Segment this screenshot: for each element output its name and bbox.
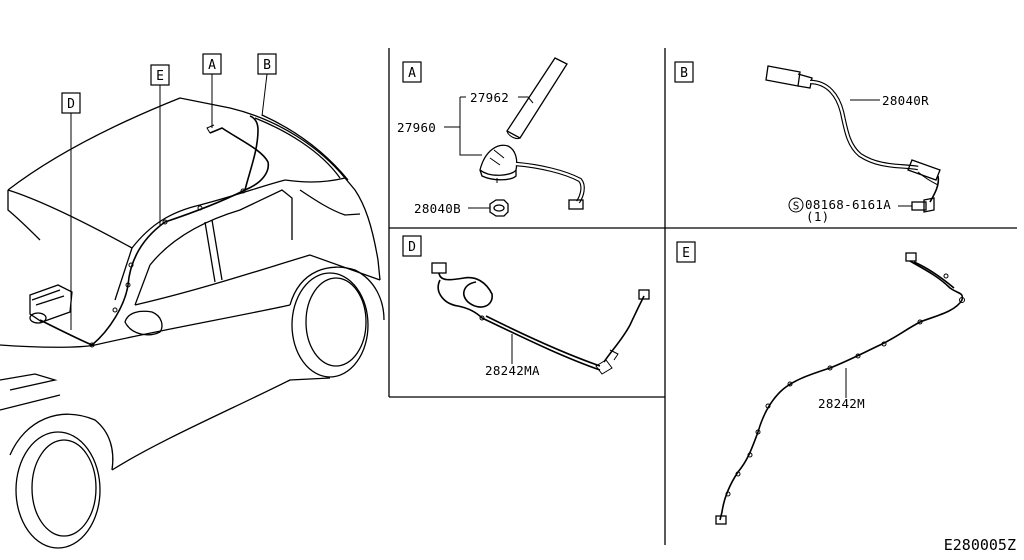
overview-callout-d: D xyxy=(61,92,81,330)
svg-text:28242MA: 28242MA xyxy=(485,363,540,378)
harness-28242m xyxy=(715,252,965,525)
panel-b: B 28040R S 08168-6161A (1) xyxy=(674,61,941,224)
overview-callout-a: A xyxy=(202,53,222,128)
antenna-base-27960 xyxy=(479,144,585,210)
antenna-rod-27962 xyxy=(506,57,568,139)
diagram-code: E280005Z xyxy=(944,536,1016,554)
svg-text:28040B: 28040B xyxy=(414,201,461,216)
feeder-cable-28040r xyxy=(765,65,941,213)
panel-e-callout xyxy=(676,241,696,263)
svg-text:D: D xyxy=(408,240,416,255)
svg-text:S: S xyxy=(793,200,800,213)
svg-text:27962: 27962 xyxy=(470,90,509,105)
svg-text:08168-6161A: 08168-6161A xyxy=(805,197,891,212)
svg-text:E: E xyxy=(156,69,164,84)
svg-text:E: E xyxy=(682,246,690,261)
svg-text:28242M: 28242M xyxy=(818,396,865,411)
overview-callout-e: E xyxy=(150,64,170,225)
svg-text:(1): (1) xyxy=(806,209,829,224)
svg-text:28040R: 28040R xyxy=(882,93,929,108)
bolt-symbol: S xyxy=(788,197,804,213)
panel-b-callout xyxy=(674,61,694,83)
panel-a-callout xyxy=(402,61,422,83)
panel-a: A 27962 27960 28040B xyxy=(397,57,585,217)
panel-d-callout xyxy=(402,235,422,257)
svg-text:A: A xyxy=(208,58,216,73)
svg-text:D: D xyxy=(67,97,75,112)
vehicle-overview xyxy=(0,97,385,549)
svg-text:27960: 27960 xyxy=(397,120,436,135)
panel-d: D 28242MA xyxy=(402,235,650,378)
panel-e: E 28242M xyxy=(676,241,965,525)
panel-grid xyxy=(388,48,1017,545)
overview-callout-b: B xyxy=(257,53,277,117)
harness-28242ma xyxy=(431,262,650,375)
svg-text:A: A xyxy=(408,66,416,81)
svg-text:B: B xyxy=(263,58,271,73)
nut-28040b xyxy=(489,199,509,217)
svg-text:B: B xyxy=(680,66,688,81)
